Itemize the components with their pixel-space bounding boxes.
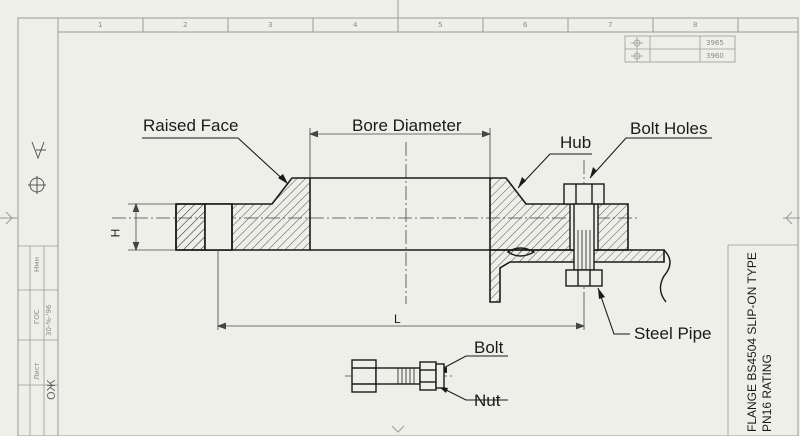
bolt-hole-left (204, 203, 233, 251)
l-dimension-label: L (394, 312, 401, 326)
raised-face-label: Raised Face (143, 116, 239, 135)
bolt-holes-label: Bolt Holes (630, 119, 708, 138)
title-line-2: PN16 RATING (760, 354, 774, 432)
steel-pipe-leader (597, 287, 630, 335)
bolt-assembly (563, 183, 605, 287)
nut-leader (437, 385, 508, 401)
raised-face-step (175, 203, 206, 251)
revision-row-1: 3965 (706, 39, 724, 47)
pipe-break (659, 249, 671, 303)
bore-diameter-label: Bore Diameter (352, 116, 462, 135)
column-2: 2 (183, 21, 188, 29)
bore-region (310, 177, 490, 251)
left-entry-3: 30-%-'96 (45, 304, 53, 336)
left-entry-2: ГОС (33, 309, 41, 324)
steel-pipe-label: Steel Pipe (634, 324, 712, 343)
border-center-marks (5, 211, 793, 433)
revision-row-2: 3960 (706, 52, 724, 60)
bolt-holes-leader (589, 137, 712, 179)
left-entry-5: ОЖ (45, 379, 58, 400)
title-block (727, 244, 798, 436)
h-dimension-label: H (108, 228, 123, 238)
flange-body-right (489, 177, 629, 251)
column-4: 4 (353, 21, 358, 29)
nut-label: Nut (474, 391, 501, 410)
left-entry-4: Лист (33, 362, 41, 380)
column-3: 3 (268, 21, 273, 29)
bolt-leader (435, 355, 508, 373)
revision-block (624, 35, 736, 63)
h-dimension (128, 202, 176, 252)
leader-arrows (278, 167, 605, 393)
bolt-detail (351, 359, 421, 393)
left-entry-1: Нмн (33, 256, 41, 272)
bolt-label: Bolt (474, 338, 504, 357)
l-dimension (216, 250, 586, 330)
title-line-1: FLANGE BS4504 SLIP-ON TYPE (745, 252, 759, 432)
hub-label: Hub (560, 133, 592, 152)
left-title-block (18, 245, 58, 436)
bore-dimension (308, 128, 492, 178)
column-8: 8 (693, 21, 698, 29)
column-7: 7 (608, 21, 613, 29)
column-5: 5 (438, 21, 443, 29)
column-6: 6 (523, 21, 528, 29)
raised-face-leader (142, 137, 289, 185)
leader-lines (142, 137, 712, 401)
left-projection-symbol (28, 141, 46, 194)
column-1: 1 (98, 21, 103, 29)
nut-detail (419, 361, 445, 391)
hub-leader (517, 153, 592, 189)
